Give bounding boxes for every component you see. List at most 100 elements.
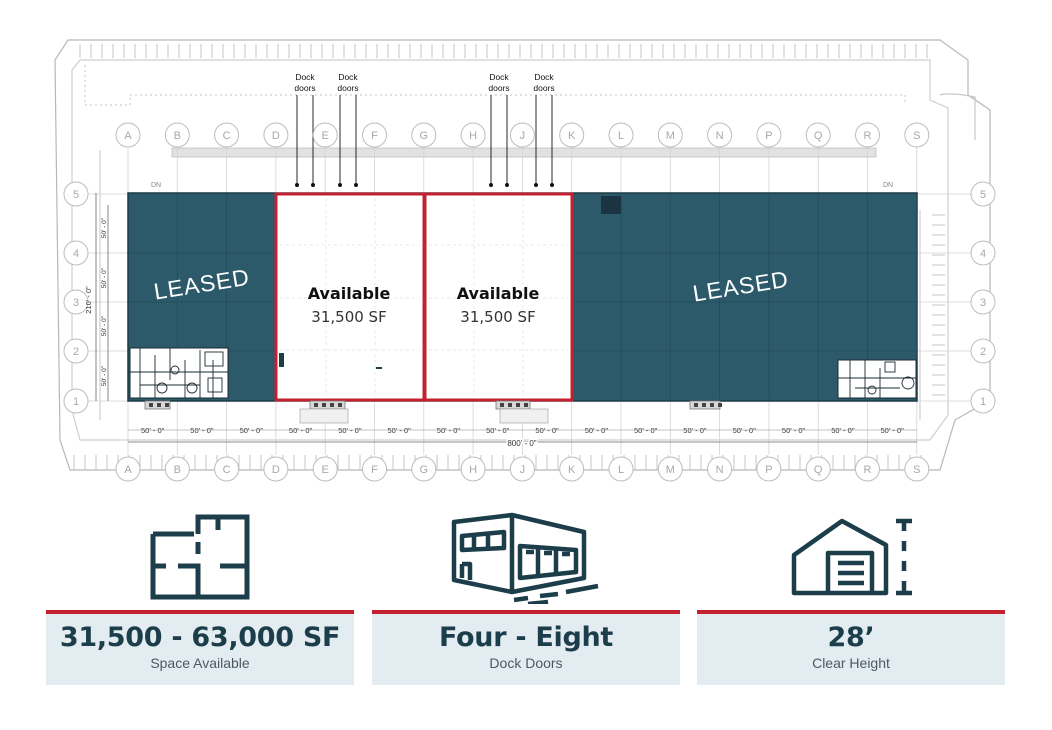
grid-bubble-5: 5: [970, 181, 996, 207]
bay-dimension: 50' - 0": [535, 426, 559, 435]
grid-bubble-K: K: [559, 456, 585, 482]
dock-door: [149, 403, 153, 407]
stat-label: Dock Doors: [489, 655, 563, 671]
svg-text:H: H: [469, 130, 477, 142]
grid-bubble-P: P: [756, 456, 782, 482]
grid-bubble-4: 4: [970, 240, 996, 266]
dock-door: [516, 403, 520, 407]
grid-bubble-L: L: [608, 122, 634, 148]
grid-bubble-3: 3: [970, 289, 996, 315]
grid-bubble-B: B: [164, 456, 190, 482]
bay-dimension: 50' - 0": [634, 426, 658, 435]
office-block-right: [837, 359, 917, 399]
svg-text:K: K: [568, 130, 576, 142]
svg-text:L: L: [618, 130, 624, 142]
dock-callout-1: Dock doors: [294, 72, 316, 187]
available-2-size: 31,500 SF: [460, 308, 535, 326]
svg-text:E: E: [322, 464, 329, 476]
stat-label: Clear Height: [812, 655, 890, 671]
svg-text:P: P: [765, 464, 772, 476]
svg-text:E: E: [322, 130, 329, 142]
grid-bubble-1: 1: [63, 388, 89, 414]
svg-text:Dock: Dock: [534, 72, 554, 82]
svg-text:1: 1: [73, 396, 79, 408]
warehouse-building-icon: [451, 512, 599, 604]
dock-ramp: [499, 408, 549, 424]
svg-text:Q: Q: [814, 464, 823, 476]
dock-door: [322, 403, 326, 407]
svg-text:P: P: [765, 130, 772, 142]
bay-dimension: 50' - 0": [585, 426, 609, 435]
grid-bubble-J: J: [509, 456, 535, 482]
stat-card-clear-height: 28’ Clear Height: [697, 610, 1005, 685]
svg-text:2: 2: [980, 346, 986, 358]
depth-bay-dimension: 50' - 0": [101, 365, 108, 386]
svg-text:F: F: [371, 464, 378, 476]
suite-marker: [376, 367, 382, 369]
svg-text:3: 3: [73, 297, 79, 309]
bay-dimension: 50' - 0": [733, 426, 757, 435]
dock-door: [710, 403, 714, 407]
available-2-title: Available: [457, 284, 540, 303]
svg-text:4: 4: [980, 248, 986, 260]
bay-dimension: 50' - 0": [190, 426, 214, 435]
gravel-strip: [171, 147, 877, 158]
suite-marker: [279, 353, 284, 367]
svg-text:J: J: [520, 464, 526, 476]
available-suite-1[interactable]: [274, 192, 426, 402]
grid-bubble-B: B: [164, 122, 190, 148]
clear-height-garage-icon: [791, 518, 912, 596]
svg-text:Dock: Dock: [338, 72, 358, 82]
dock-callout-3: Dock doors: [488, 72, 510, 187]
svg-text:J: J: [520, 130, 526, 142]
svg-text:A: A: [124, 464, 132, 476]
dock-door: [338, 403, 342, 407]
svg-text:3: 3: [980, 297, 986, 309]
grid-bubble-C: C: [214, 122, 240, 148]
depth-bay-dimension: 50' - 0": [101, 267, 108, 288]
grid-bubble-J: J: [509, 122, 535, 148]
dimension-string: 50' - 0" 50' - 0" 50' - 0" 50' - 0" 50' - 0"…: [101, 217, 917, 435]
grid-bubble-1: 1: [970, 388, 996, 414]
office-block-left: [129, 347, 229, 399]
bay-dimension: 50' - 0": [388, 426, 412, 435]
svg-text:M: M: [666, 130, 675, 142]
grid-bubble-D: D: [263, 456, 289, 482]
grid-bubble-R: R: [855, 122, 880, 148]
grid-bubble-2: 2: [970, 338, 996, 364]
grid-bubble-5: 5: [63, 181, 89, 207]
svg-text:S: S: [913, 464, 920, 476]
svg-text:doors: doors: [488, 83, 509, 93]
svg-text:Dock: Dock: [489, 72, 509, 82]
grid-bubble-3: 3: [63, 289, 89, 315]
svg-text:D: D: [272, 130, 280, 142]
svg-text:N: N: [716, 130, 724, 142]
dock-door: [165, 403, 169, 407]
available-suite-2[interactable]: [423, 192, 574, 402]
bay-dimension: 50' - 0": [486, 426, 510, 435]
bay-dimension: 50' - 0": [289, 426, 313, 435]
dock-callout-4: Dock doors: [533, 72, 555, 187]
stat-value: Four - Eight: [439, 622, 613, 653]
svg-text:L: L: [618, 464, 624, 476]
grid-bubble-K: K: [559, 122, 585, 148]
bay-dimension: 50' - 0": [338, 426, 362, 435]
svg-text:4: 4: [73, 248, 79, 260]
suite-grid: [280, 198, 568, 397]
dock-ramp: [299, 408, 349, 424]
dock-door: [314, 403, 318, 407]
grid-bubble-E: E: [312, 122, 338, 148]
svg-text:B: B: [174, 130, 181, 142]
dock-door: [330, 403, 334, 407]
dn-label-left: DN: [151, 182, 161, 189]
bay-dimension: 50' - 0": [683, 426, 707, 435]
stat-card-docks: Four - Eight Dock Doors: [372, 610, 680, 685]
svg-text:B: B: [174, 464, 181, 476]
svg-text:F: F: [371, 130, 378, 142]
grid-bubble-A: A: [115, 456, 141, 482]
dock-doors: [144, 400, 722, 424]
svg-text:N: N: [716, 464, 724, 476]
svg-text:H: H: [469, 464, 477, 476]
grid-bubble-4: 4: [63, 240, 89, 266]
dock-door: [702, 403, 706, 407]
